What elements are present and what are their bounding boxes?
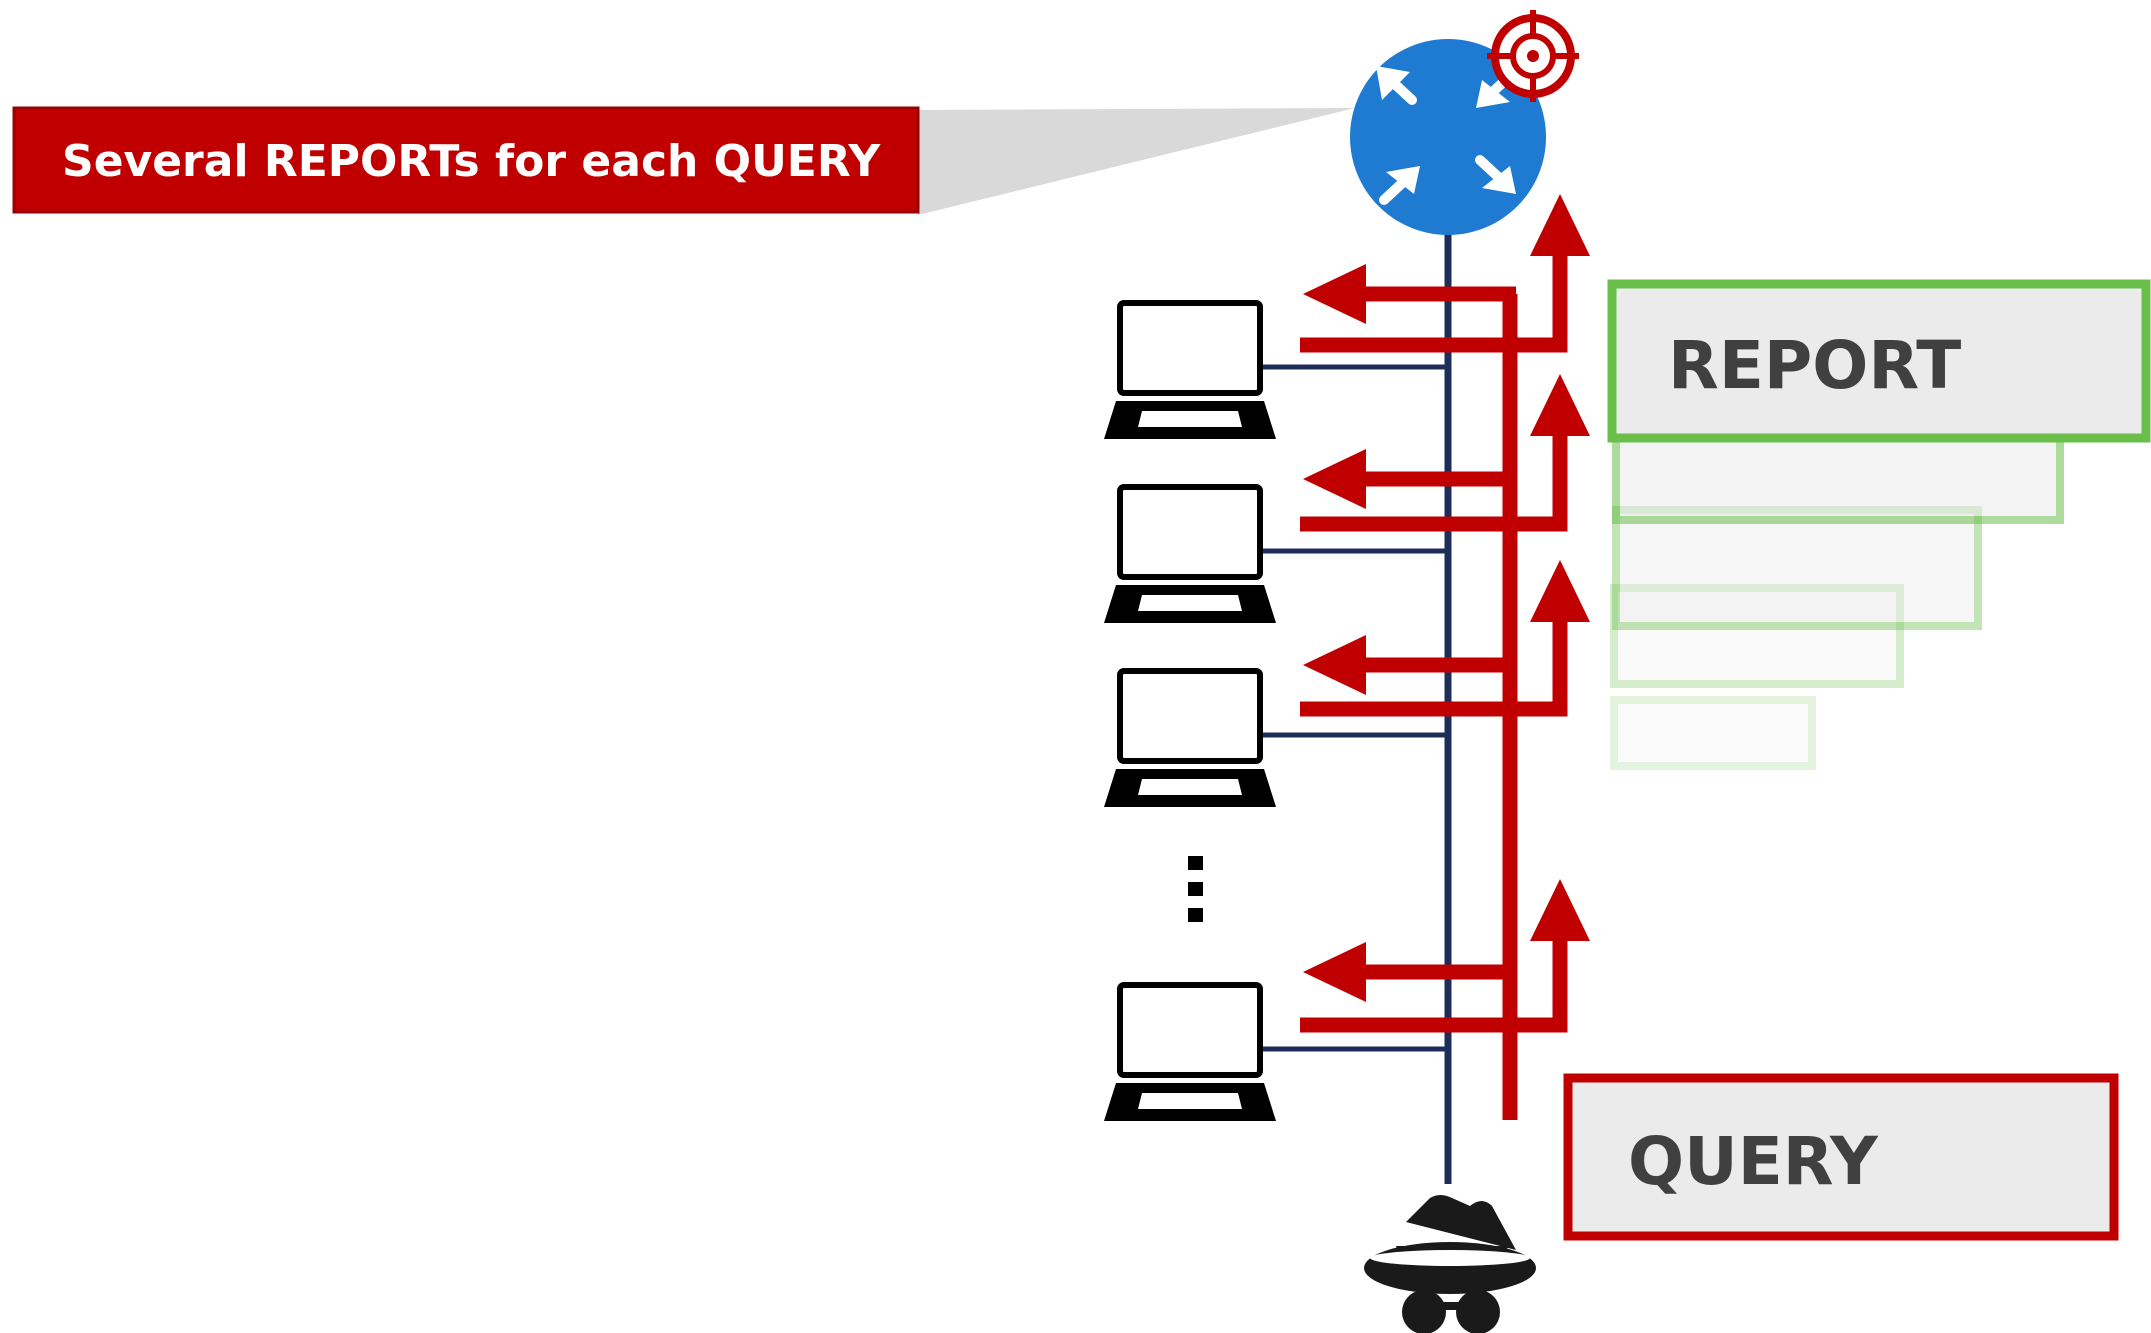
host-laptop-2 xyxy=(1104,487,1276,623)
host-laptop-3 xyxy=(1104,671,1276,807)
incognito-attacker-icon xyxy=(1364,1195,1536,1333)
crosshair-target-icon xyxy=(1487,10,1579,102)
report-ghost-3 xyxy=(1610,584,1904,688)
report-ghost-4 xyxy=(1610,696,1816,770)
callout-text: Several REPORTs for each QUERY xyxy=(62,136,881,187)
vertical-ellipsis-icon xyxy=(1188,856,1203,922)
report-box: REPORT xyxy=(1607,279,2151,443)
router-icon xyxy=(1350,39,1546,235)
report-ghost-2 xyxy=(1612,506,1982,630)
host-links xyxy=(1258,364,1448,1052)
query-label: QUERY xyxy=(1628,1123,1879,1200)
report-arrows xyxy=(1300,250,1568,1033)
query-arrows xyxy=(1303,264,1516,1002)
callout-banner: Several REPORTs for each QUERY xyxy=(12,106,920,214)
query-box: QUERY xyxy=(1563,1073,2119,1241)
host-laptop-4 xyxy=(1104,985,1276,1121)
callout-pointer xyxy=(918,108,1355,215)
host-laptop-1 xyxy=(1104,303,1276,439)
report-stack xyxy=(1610,416,2064,770)
report-label: REPORT xyxy=(1668,327,1961,404)
report-arrowheads xyxy=(1530,194,1590,941)
